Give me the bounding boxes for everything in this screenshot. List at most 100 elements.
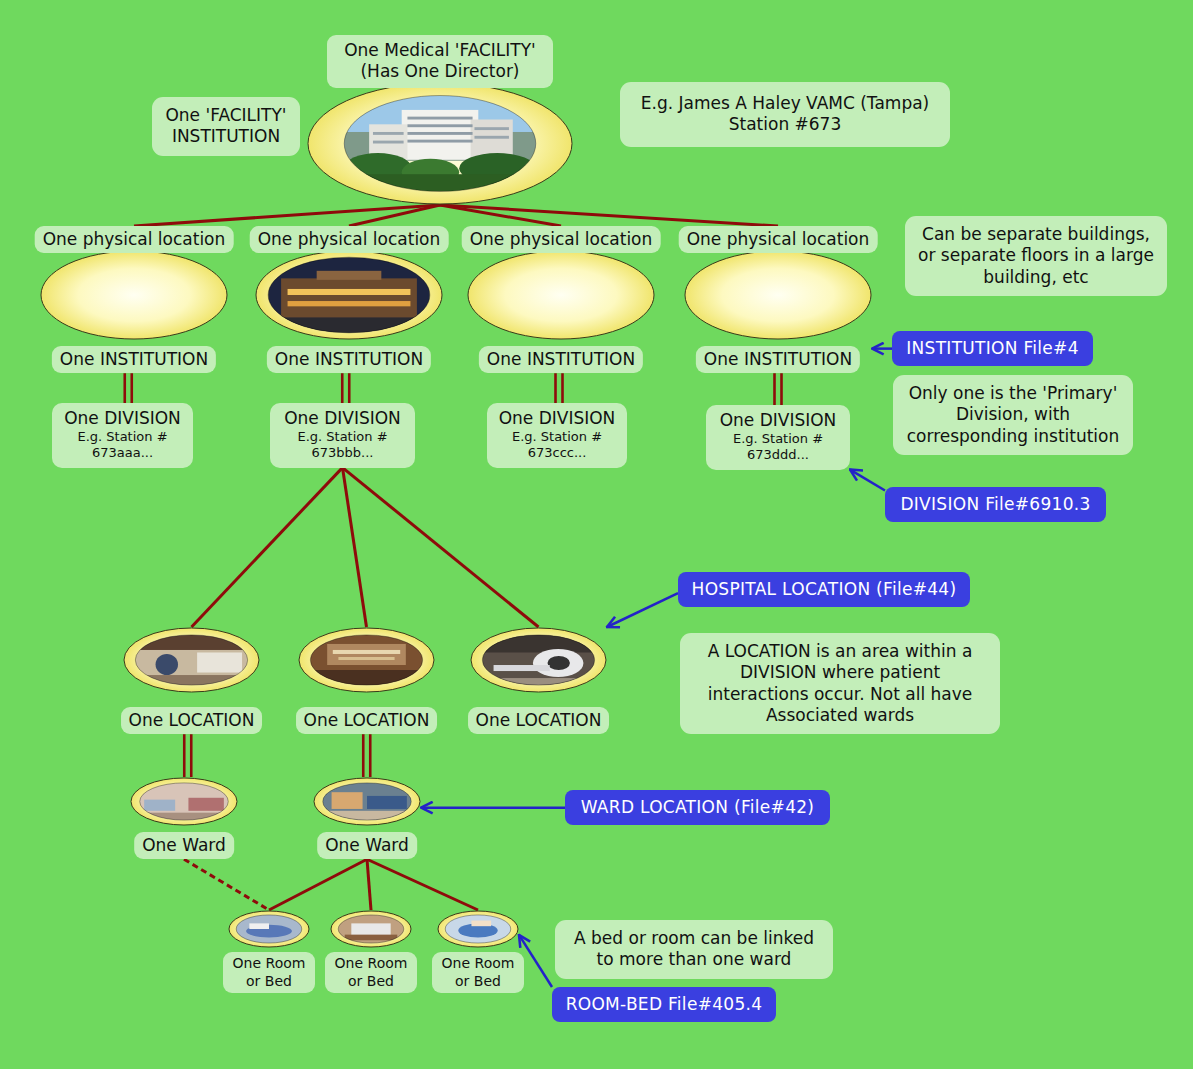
name-label: One INSTITUTION — [479, 346, 643, 373]
photo-illustration — [482, 635, 594, 685]
ellipse-outline — [256, 251, 442, 339]
photo-part — [373, 141, 404, 144]
photo-part — [367, 796, 407, 809]
box-text: INSTITUTION File#4 — [906, 338, 1079, 358]
name-label: One Ward — [134, 832, 234, 859]
photo-part — [323, 783, 412, 820]
connector-line — [607, 593, 678, 627]
connector — [775, 373, 782, 405]
photo-part — [482, 635, 594, 653]
photo-illustration — [310, 635, 422, 685]
connector-line — [348, 373, 351, 403]
box-text: One DIVISION — [712, 409, 844, 431]
photo-part — [344, 174, 536, 191]
box-text: Only one is the 'Primary' Division, with… — [907, 383, 1120, 446]
box-subtext: E.g. Station # 673ccc... — [501, 429, 613, 462]
ellipse-shape — [684, 250, 872, 340]
photo-part — [140, 783, 229, 820]
connector-line — [440, 205, 778, 226]
photo-part — [407, 132, 472, 135]
ellipse-outline — [308, 83, 572, 204]
label-text: One INSTITUTION — [704, 349, 852, 369]
connector — [367, 859, 478, 910]
photo-part — [474, 136, 508, 139]
connector-line — [850, 470, 885, 491]
photo-part — [288, 301, 411, 306]
photo-part — [445, 915, 511, 943]
file-tag: DIVISION File#6910.3 — [885, 487, 1106, 522]
ellipse-node: One Ward — [313, 777, 421, 859]
connector — [363, 734, 370, 777]
ellipse-node: One LOCATION — [123, 627, 260, 734]
name-label: One Room or Bed — [223, 952, 315, 993]
label-text: One Medical 'FACILITY' (Has One Director… — [344, 40, 536, 81]
name-label: One INSTITUTION — [267, 346, 431, 373]
photo-part — [373, 132, 404, 135]
label-text: One physical location — [470, 229, 653, 249]
connector — [349, 205, 440, 226]
name-label: One LOCATION — [121, 707, 263, 734]
photo-illustration — [135, 635, 247, 685]
box-text: A bed or room can be linked to more than… — [574, 928, 814, 969]
ellipse-node: One Ward — [130, 777, 238, 859]
photo-part — [288, 289, 411, 295]
label-text: One INSTITUTION — [275, 349, 423, 369]
ellipse-node: One Medical 'FACILITY' (Has One Director… — [307, 35, 573, 205]
box-text: One DIVISION — [58, 407, 187, 429]
photo-illustration — [323, 783, 412, 820]
ellipse-node: One Room or Bed — [437, 910, 519, 993]
ellipse-shape — [467, 250, 655, 340]
ellipse-outline — [299, 628, 434, 692]
connector — [343, 468, 367, 627]
connector — [440, 205, 778, 226]
box-subtext: E.g. Station # 673aaa... — [67, 429, 179, 462]
name-label: One LOCATION — [468, 707, 610, 734]
photo-part — [547, 656, 569, 670]
connector-line — [362, 734, 365, 777]
photo-part — [268, 257, 430, 333]
label-text: One LOCATION — [129, 710, 255, 730]
ellipse-outline — [124, 628, 259, 692]
ellipse-outline — [314, 778, 420, 825]
note-box: Can be separate buildings, or separate f… — [905, 216, 1167, 296]
connector — [342, 373, 349, 403]
connector — [421, 807, 565, 808]
box-text: A LOCATION is an area within a DIVISION … — [708, 641, 973, 725]
division-box: One DIVISIONE.g. Station # 673bbb... — [270, 403, 415, 468]
name-label: One INSTITUTION — [52, 346, 216, 373]
ellipse-shape — [40, 250, 228, 340]
box-text: One DIVISION — [493, 407, 621, 429]
box-text: One 'FACILITY' INSTITUTION — [165, 105, 286, 146]
photo-part — [332, 792, 363, 809]
photo-rim — [482, 635, 594, 685]
ellipse-outline — [229, 911, 309, 947]
photo-rim — [310, 635, 422, 685]
box-subtext: E.g. Station # 673bbb... — [287, 429, 399, 462]
photo-rim — [135, 635, 247, 685]
photo-part — [144, 800, 175, 811]
connector-line — [554, 373, 557, 403]
box-text: E.g. James A Haley VAMC (Tampa) Station … — [641, 93, 929, 134]
ellipse-shape — [123, 627, 260, 693]
connector-line — [343, 468, 539, 627]
connector — [192, 468, 343, 627]
connector — [184, 734, 191, 777]
connector-line — [421, 806, 565, 809]
photo-part — [351, 923, 390, 936]
connector-line — [130, 373, 133, 403]
photo-part — [402, 110, 479, 160]
label-text: One Ward — [325, 835, 409, 855]
ellipse-outline — [131, 778, 237, 825]
connector — [343, 468, 539, 627]
division-box: One DIVISIONE.g. Station # 673ddd... — [706, 405, 850, 470]
connector — [607, 593, 678, 627]
connector-line — [780, 373, 783, 405]
photo-illustration — [268, 257, 430, 333]
connector-line — [183, 734, 186, 777]
photo-rim — [445, 915, 511, 943]
ellipse-node: One physical locationOne INSTITUTION — [255, 226, 443, 373]
name-label: One Room or Bed — [325, 952, 417, 993]
label-text: One physical location — [258, 229, 441, 249]
